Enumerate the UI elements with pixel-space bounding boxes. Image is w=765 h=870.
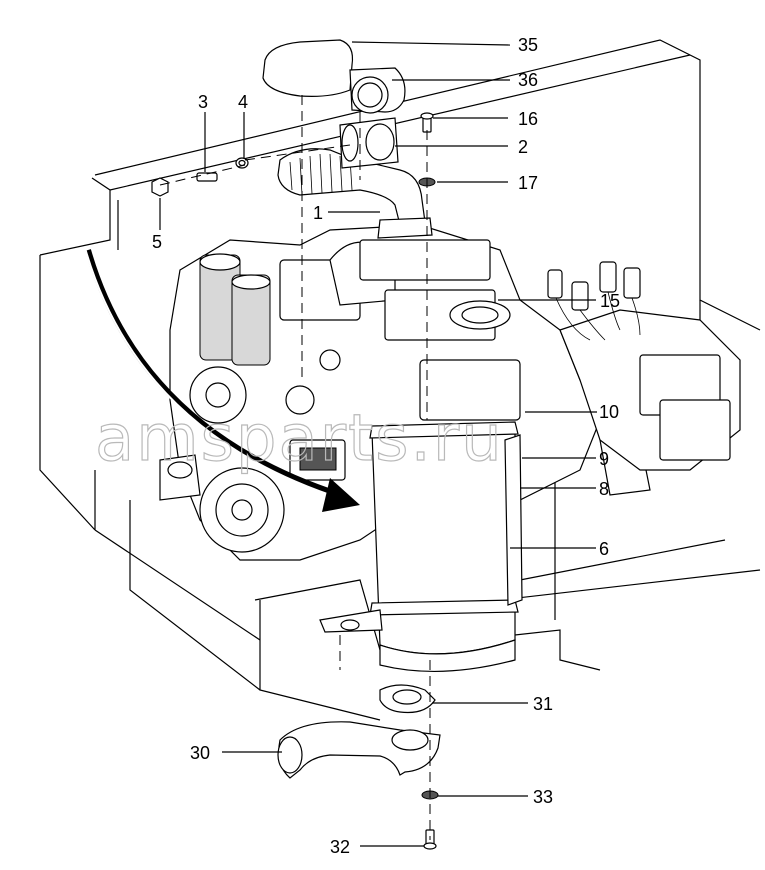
watermark-text: amsparts.ru bbox=[95, 402, 504, 476]
callout-2: 2 bbox=[518, 137, 528, 157]
callout-9: 9 bbox=[599, 449, 609, 469]
callout-36: 36 bbox=[518, 70, 538, 90]
muffler bbox=[319, 421, 523, 673]
callout-15: 15 bbox=[600, 291, 620, 311]
callout-32: 32 bbox=[330, 837, 350, 857]
callout-16: 16 bbox=[518, 109, 538, 129]
callout-31: 31 bbox=[533, 694, 553, 714]
assembly-guide-lines bbox=[159, 95, 431, 840]
callout-3: 3 bbox=[198, 92, 208, 112]
lower-exhaust-parts bbox=[277, 684, 441, 850]
hydraulic-valve-block bbox=[547, 261, 741, 471]
callout-1: 1 bbox=[313, 203, 323, 223]
installation-arrow bbox=[84, 247, 360, 512]
callout-labels: 35 36 16 2 17 3 4 5 1 15 10 9 8 6 31 30 … bbox=[152, 35, 620, 857]
callout-8: 8 bbox=[599, 479, 609, 499]
callout-35: 35 bbox=[518, 35, 538, 55]
leader-lines bbox=[159, 41, 597, 847]
fasteners bbox=[151, 112, 436, 197]
callout-10: 10 bbox=[599, 402, 619, 422]
callout-33: 33 bbox=[533, 787, 553, 807]
callout-5: 5 bbox=[152, 232, 162, 252]
callout-30: 30 bbox=[190, 743, 210, 763]
callout-6: 6 bbox=[599, 539, 609, 559]
callout-17: 17 bbox=[518, 173, 538, 193]
callout-4: 4 bbox=[238, 92, 248, 112]
exhaust-pipe bbox=[277, 117, 433, 239]
intake-hose bbox=[262, 39, 406, 114]
